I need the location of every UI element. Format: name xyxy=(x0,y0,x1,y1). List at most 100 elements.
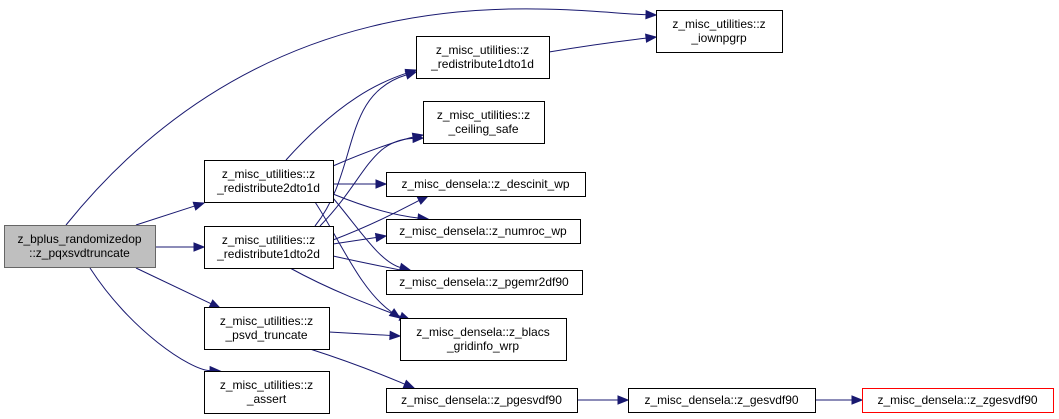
node-r2dto1d[interactable]: z_misc_utilities::z_redistribute2dto1d xyxy=(204,160,334,203)
edge-line xyxy=(314,74,407,227)
node-label-line: ::z_pqxsvdtruncate xyxy=(29,246,130,260)
edge-arrowhead xyxy=(193,242,206,252)
edge-line xyxy=(319,137,414,227)
node-box xyxy=(386,219,581,244)
node-box xyxy=(204,371,330,414)
node-descinit[interactable]: z_misc_densela::z_descinit_wp xyxy=(386,172,586,197)
node-label-line: _assert xyxy=(246,392,287,406)
nodes-layer: z_bplus_randomizedop::z_pqxsvdtruncatez_… xyxy=(4,10,1054,414)
edge-line xyxy=(89,267,211,372)
edge-r1dto2d-to-ceiling xyxy=(319,133,425,227)
node-pgemr2d[interactable]: z_misc_densela::z_pgemr2df90 xyxy=(386,270,583,295)
node-box xyxy=(862,388,1054,413)
edge-arrowhead xyxy=(416,195,430,205)
node-label-line: _psvd_truncate xyxy=(224,328,307,342)
node-label-line: _gridinfo_wrp xyxy=(446,339,519,353)
node-label-line: _redistribute1dto1d xyxy=(430,57,534,71)
node-zgesvd[interactable]: z_misc_densela::z_zgesvdf90 xyxy=(862,388,1054,413)
edge-line xyxy=(332,200,420,241)
node-box xyxy=(400,318,567,361)
edge-line xyxy=(135,267,212,305)
node-box xyxy=(628,388,816,413)
node-label-line: z_misc_utilities::z xyxy=(672,17,765,31)
node-box xyxy=(416,36,550,79)
node-iownpgrp[interactable]: z_misc_utilities::z_iownpgrp xyxy=(656,10,783,53)
edge-arrowhead xyxy=(645,9,658,20)
edge-r1dto2d-to-descinit xyxy=(332,195,430,241)
edge-line xyxy=(328,331,391,336)
edge-arrowhead xyxy=(208,299,222,309)
node-label-line: z_misc_utilities::z xyxy=(222,233,315,247)
node-label-line: _redistribute2dto1d xyxy=(216,181,320,195)
edge-line xyxy=(289,267,401,317)
node-box xyxy=(204,307,330,350)
edge-line xyxy=(285,72,407,161)
node-root[interactable]: z_bplus_randomizedop::z_pqxsvdtruncate xyxy=(4,225,156,268)
edge-psvd-to-blacs xyxy=(328,330,402,341)
edge-root-to-r2dto1d xyxy=(135,201,206,226)
edge-arrowhead xyxy=(645,33,658,43)
edge-arrowhead xyxy=(617,395,630,405)
node-label-line: z_misc_densela::z_pgesvdf90 xyxy=(401,393,562,407)
node-label-line: z_misc_utilities::z xyxy=(220,314,313,328)
edge-line xyxy=(548,37,647,53)
node-r1dto2d[interactable]: z_misc_utilities::z_redistribute1dto2d xyxy=(204,226,334,269)
node-gesvd[interactable]: z_misc_densela::z_gesvdf90 xyxy=(628,388,816,413)
node-box xyxy=(656,10,783,53)
node-r1dto1d[interactable]: z_misc_utilities::z_redistribute1dto1d xyxy=(416,36,550,79)
edge-arrowhead xyxy=(412,133,425,144)
node-label-line: _redistribute1dto2d xyxy=(216,247,320,261)
edge-line xyxy=(65,8,647,226)
edge-arrowhead xyxy=(404,70,418,80)
node-assert[interactable]: z_misc_utilities::z_assert xyxy=(204,371,330,414)
edge-line xyxy=(135,205,195,226)
node-pgesvd[interactable]: z_misc_densela::z_pgesvdf90 xyxy=(386,388,578,413)
edge-pgesvd-to-gesvd xyxy=(577,395,630,405)
node-box xyxy=(4,225,156,268)
node-label-line: z_misc_densela::z_descinit_wp xyxy=(401,177,569,191)
node-box xyxy=(204,160,334,203)
edge-arrowhead xyxy=(851,395,864,405)
node-label-line: _iownpgrp xyxy=(690,31,747,45)
edge-arrowhead xyxy=(389,330,402,341)
node-label-line: z_misc_densela::z_gesvdf90 xyxy=(644,393,798,407)
node-psvd[interactable]: z_misc_utilities::z_psvd_truncate xyxy=(204,307,330,350)
node-label-line: z_misc_utilities::z xyxy=(436,43,529,57)
node-blacs[interactable]: z_misc_densela::z_blacs_gridinfo_wrp xyxy=(400,318,567,361)
edge-r2dto1d-to-r1dto1d xyxy=(285,68,418,161)
node-ceiling[interactable]: z_misc_utilities::z_ceiling_safe xyxy=(423,101,545,144)
node-label-line: _ceiling_safe xyxy=(447,122,518,136)
node-label-line: z_bplus_randomizedop xyxy=(17,232,141,246)
edge-gesvd-to-zgesvd xyxy=(815,395,864,405)
edge-root-to-r1dto2d xyxy=(155,242,206,252)
edge-psvd-to-pgesvd xyxy=(309,348,416,389)
node-box xyxy=(386,270,583,295)
edge-line xyxy=(332,255,401,271)
node-box xyxy=(386,388,578,413)
edge-root-to-assert xyxy=(89,267,222,376)
node-label-line: z_misc_densela::z_blacs xyxy=(416,325,549,339)
edge-r1dto2d-to-r1dto1d xyxy=(314,70,418,227)
node-numroc[interactable]: z_misc_densela::z_numroc_wp xyxy=(386,219,581,244)
edge-arrowhead xyxy=(402,379,416,389)
node-label-line: z_misc_utilities::z xyxy=(437,108,530,122)
edge-root-to-iownpgrp xyxy=(65,8,658,226)
edge-arrowhead xyxy=(375,179,388,189)
node-box xyxy=(423,101,545,144)
edge-line xyxy=(332,236,377,245)
node-label-line: z_misc_utilities::z xyxy=(220,378,313,392)
edge-line xyxy=(332,193,419,219)
node-label-line: z_misc_densela::z_numroc_wp xyxy=(399,224,567,238)
node-box xyxy=(386,172,586,197)
edge-r1dto2d-to-numroc xyxy=(332,232,388,245)
node-label-line: z_misc_densela::z_pgemr2df90 xyxy=(399,275,569,289)
edge-r2dto1d-to-numroc xyxy=(332,193,430,223)
edge-line xyxy=(332,197,401,268)
edge-line xyxy=(309,348,405,385)
edges-layer xyxy=(65,8,864,405)
edge-r2dto1d-to-descinit xyxy=(333,179,388,189)
node-label-line: z_misc_densela::z_zgesvdf90 xyxy=(877,393,1037,407)
edge-root-to-psvd xyxy=(135,267,222,309)
